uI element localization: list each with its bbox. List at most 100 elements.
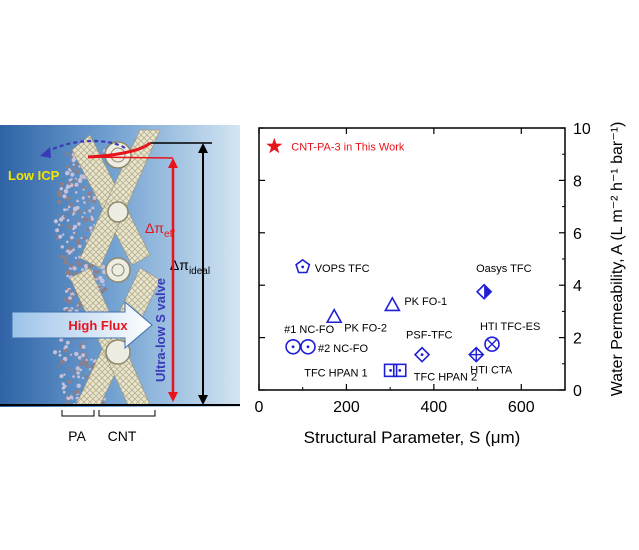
pa-molecule <box>52 350 58 355</box>
pa-molecule <box>64 306 67 310</box>
y-tick-label: 6 <box>573 226 582 243</box>
pa-molecule <box>57 199 62 204</box>
pa-molecule <box>76 371 80 375</box>
pa-molecule <box>66 240 69 244</box>
pa-molecule <box>76 383 81 388</box>
point-label: #1 NC-FO <box>284 324 335 336</box>
pa-molecule <box>102 283 105 286</box>
point-label: #2 NC-FO <box>318 343 369 355</box>
pa-molecule <box>81 360 86 365</box>
pa-molecule <box>69 249 73 254</box>
pa-molecule <box>69 263 74 268</box>
point-label: PSF-TFC <box>406 330 452 342</box>
point-label: PK FO-1 <box>404 296 447 308</box>
pa-molecule <box>58 234 63 239</box>
membrane-schematic: Δπideal Δπeff Low ICP High Flux Ultra-lo… <box>0 125 240 444</box>
pk-fo-1-marker <box>383 296 401 312</box>
pa-molecule <box>70 353 73 356</box>
pa-molecule <box>90 215 93 218</box>
pa-molecule <box>74 182 79 187</box>
pa-molecule <box>74 351 79 357</box>
x-tick-label: 200 <box>333 399 360 416</box>
cnt-label: CNT <box>108 428 137 444</box>
pa-molecule <box>73 272 77 276</box>
pa-molecule <box>59 217 64 222</box>
pa-molecule <box>65 152 69 156</box>
pa-molecule <box>70 235 74 240</box>
pa-molecule <box>74 169 79 174</box>
pa-molecule <box>62 384 67 389</box>
pa-molecule <box>63 215 67 219</box>
pa-molecule <box>62 390 66 394</box>
pa-molecule <box>61 382 65 386</box>
pa-molecule <box>55 228 60 233</box>
pa-molecule <box>89 226 93 230</box>
delta-pi-ideal-label: Δπideal <box>170 257 210 277</box>
pa-molecule <box>82 236 87 240</box>
pa-molecule <box>73 224 77 229</box>
pa-molecule <box>60 359 65 365</box>
delta-pi-eff-label: Δπeff <box>145 220 175 240</box>
pa-molecule <box>84 262 87 264</box>
pa-molecule <box>68 289 73 294</box>
high-flux-arrow <box>11 300 153 350</box>
pa-molecule <box>74 162 78 167</box>
pa-molecule <box>83 264 89 269</box>
cnt-end-icon <box>105 339 131 365</box>
tfc-hpan-1-marker <box>383 363 398 378</box>
pa-molecule <box>59 337 64 342</box>
pa-molecule <box>65 196 71 201</box>
pa-molecule <box>101 401 105 405</box>
point-label: TFC HPAN 1 <box>304 367 367 379</box>
pa-molecule <box>85 208 88 211</box>
pa-molecule <box>93 224 96 227</box>
-2-nc-fo-marker <box>300 338 316 355</box>
pa-molecule <box>67 224 73 230</box>
pa-molecule <box>60 245 64 249</box>
point-label: HTI CTA <box>470 365 513 377</box>
tfc-hpan-2-marker <box>392 363 407 378</box>
plot-frame <box>258 127 566 391</box>
pa-molecule <box>59 375 63 379</box>
pa-molecule <box>79 210 82 214</box>
pa-molecule <box>66 307 69 309</box>
pa-molecule <box>68 296 72 300</box>
pa-molecule <box>63 347 66 350</box>
point-label: HTI TFC-ES <box>480 321 540 333</box>
valve-label: Ultra-low S valve <box>153 278 168 382</box>
vops-tfc-marker <box>295 258 311 274</box>
pa-molecule <box>83 201 86 204</box>
pa-molecule <box>82 188 85 191</box>
pk-fo-2-marker <box>325 307 343 324</box>
pa-molecule <box>90 358 93 361</box>
oasys-tfc-marker <box>475 283 493 300</box>
x-axis-label: Structural Parameter, S (μm) <box>304 428 521 447</box>
pa-molecule <box>80 268 84 272</box>
pa-molecule <box>87 191 92 196</box>
star-marker <box>266 137 283 154</box>
pa-molecule <box>65 340 70 345</box>
point-label: PK FO-2 <box>344 323 387 335</box>
pa-molecule <box>57 213 60 216</box>
pa-molecule <box>73 179 77 183</box>
pa-molecule <box>71 157 76 163</box>
pa-molecule <box>70 166 73 170</box>
pa-molecule <box>67 367 71 370</box>
pa-molecule <box>92 195 97 200</box>
legend-label: CNT-PA-3 in This Work <box>291 141 405 153</box>
pa-molecule <box>58 353 62 357</box>
pa-molecule <box>63 297 68 302</box>
pa-molecule <box>82 373 85 376</box>
pa-molecule <box>60 254 64 259</box>
point-label: TFC HPAN 2 <box>414 371 477 383</box>
cnt-end-icon <box>107 201 129 223</box>
pa-molecule <box>63 373 66 376</box>
pa-molecule <box>66 219 70 222</box>
pa-label: PA <box>68 428 86 444</box>
cnt-end-icon <box>105 257 131 283</box>
pa-molecule <box>64 398 67 401</box>
pa-molecule <box>85 375 89 379</box>
pa-molecule <box>77 222 81 226</box>
pa-molecule <box>62 194 67 199</box>
